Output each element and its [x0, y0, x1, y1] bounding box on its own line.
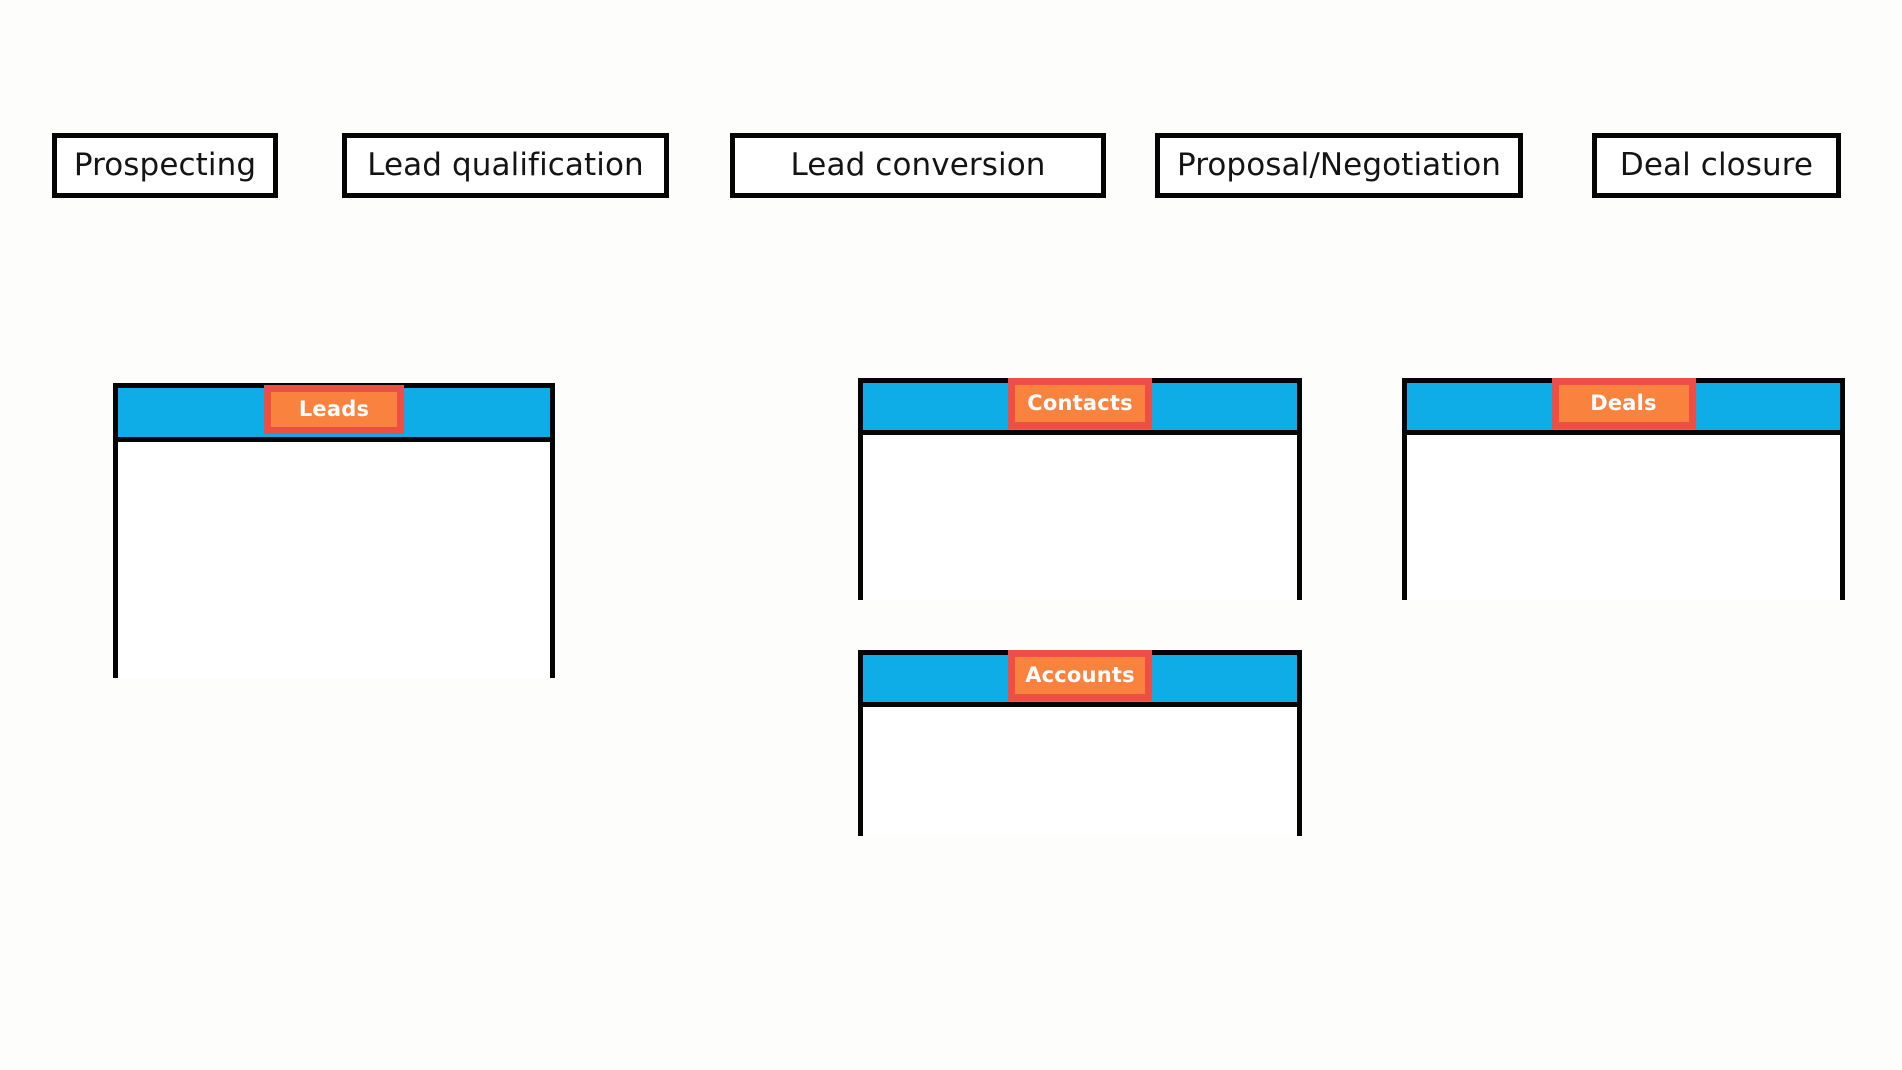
entity-badge-label: Deals — [1590, 391, 1657, 415]
entity-card-contacts[interactable]: Contacts — [858, 378, 1302, 600]
stage-box-proposal-negotiation[interactable]: Proposal/Negotiation — [1155, 133, 1523, 198]
entity-card-body — [118, 442, 550, 678]
stage-label: Prospecting — [73, 147, 257, 183]
entity-badge-label: Contacts — [1027, 391, 1133, 415]
entity-card-header: Accounts — [863, 650, 1297, 707]
entity-card-accounts[interactable]: Accounts — [858, 650, 1302, 836]
entity-card-body — [863, 435, 1297, 600]
stage-label: Lead conversion — [790, 147, 1046, 183]
entity-card-header: Leads — [118, 385, 550, 442]
stage-label: Deal closure — [1619, 147, 1814, 183]
stage-box-prospecting[interactable]: Prospecting — [52, 133, 278, 198]
entity-badge-deals[interactable]: Deals — [1551, 378, 1696, 429]
entity-badge-label: Leads — [298, 397, 370, 421]
stage-label: Lead qualification — [367, 147, 644, 183]
entity-badge-leads[interactable]: Leads — [264, 385, 404, 434]
entity-badge-contacts[interactable]: Contacts — [1008, 378, 1152, 429]
entity-card-leads[interactable]: Leads — [113, 383, 555, 678]
entity-card-header: Contacts — [863, 378, 1297, 435]
stage-label: Proposal/Negotiation — [1176, 147, 1502, 183]
entity-card-body — [1407, 435, 1840, 600]
stage-box-lead-qualification[interactable]: Lead qualification — [342, 133, 669, 198]
entity-card-body — [863, 707, 1297, 836]
entity-card-header: Deals — [1407, 378, 1840, 435]
stage-box-deal-closure[interactable]: Deal closure — [1592, 133, 1841, 198]
entity-badge-accounts[interactable]: Accounts — [1008, 650, 1152, 701]
stage-box-lead-conversion[interactable]: Lead conversion — [730, 133, 1106, 198]
entity-card-deals[interactable]: Deals — [1402, 378, 1845, 600]
entity-badge-label: Accounts — [1025, 663, 1135, 687]
